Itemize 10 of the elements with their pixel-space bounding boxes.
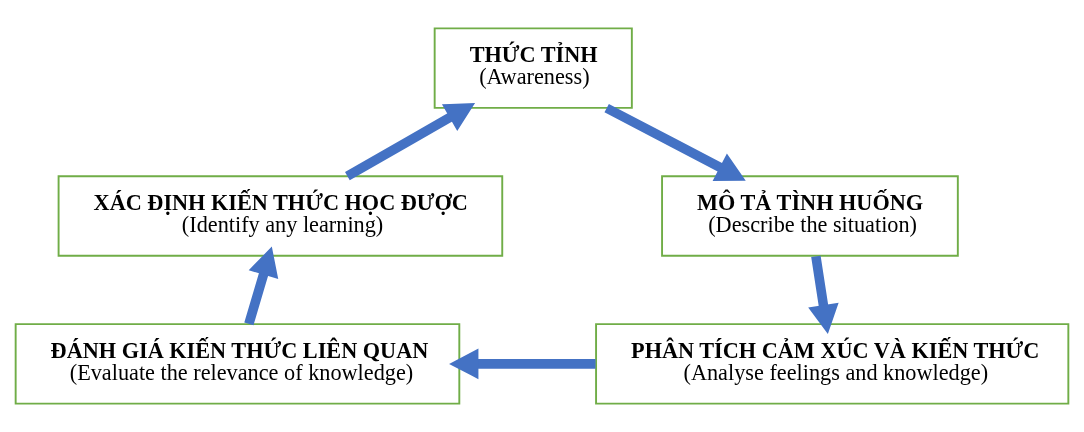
node-box: MÔ TẢ TÌNH HUỐNG (Describe the situation) [661, 175, 959, 257]
node-box: PHÂN TÍCH CẢM XÚC VÀ KIẾN THỨC (Analyse feelings and knowledge) [595, 323, 1070, 405]
arrow [244, 246, 279, 326]
arrow [345, 103, 476, 181]
arrow [604, 103, 746, 181]
arrow [808, 255, 839, 335]
node-box: ĐÁNH GIÁ KIẾN THỨC LIÊN QUAN (Evaluate the relevance of knowledge) [14, 323, 461, 405]
arrow [449, 348, 596, 380]
node-box: XÁC ĐỊNH KIẾN THỨC HỌC ĐƯỢC (Identify any learning) [57, 175, 504, 257]
node-box: THỨC TỈNH (Awareness) [433, 27, 633, 109]
